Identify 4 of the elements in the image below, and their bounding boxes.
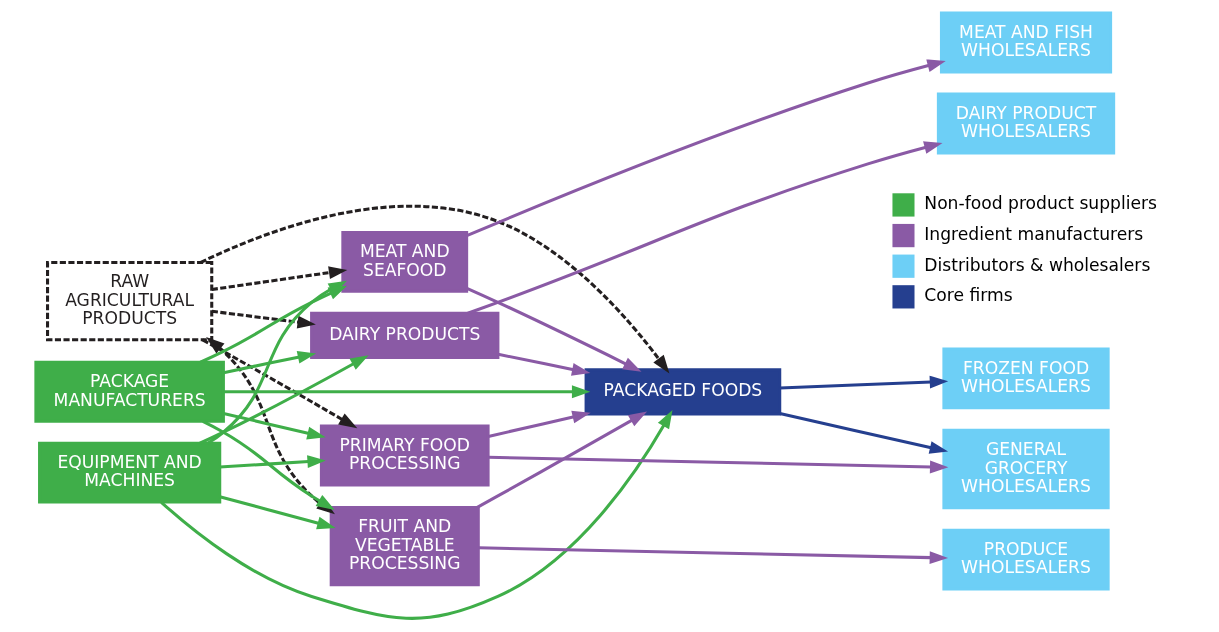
legend-label: Distributors & wholesalers: [923, 254, 1150, 275]
legend-label: Core firms: [923, 285, 1013, 306]
legend-label: Ingredient manufacturers: [923, 224, 1143, 245]
legend-label: Non-food product suppliers: [923, 193, 1157, 214]
